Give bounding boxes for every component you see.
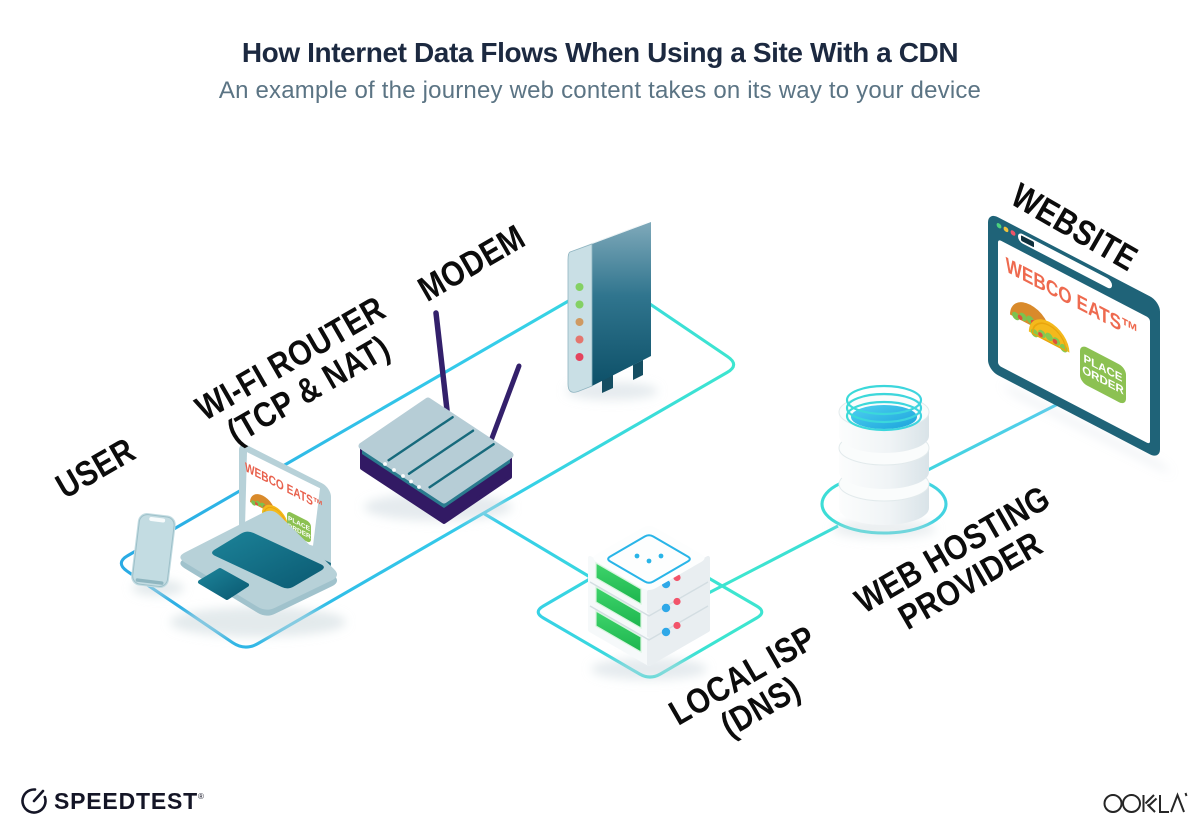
line-hosting-to-website <box>919 402 1059 476</box>
ookla-logo-mark <box>1103 792 1188 813</box>
modem-device <box>567 221 651 393</box>
laptop-order-button <box>287 512 311 543</box>
router-leds <box>383 462 421 489</box>
website-browser: WEBCO EATS™ PLACE ORDER <box>988 215 1160 456</box>
modem-foot-right <box>633 360 643 380</box>
server-top-inset <box>607 534 691 584</box>
hosting-database <box>838 384 930 525</box>
cylinder-rings <box>845 384 923 432</box>
phone-notch <box>149 517 166 523</box>
user-phone <box>131 513 176 589</box>
line-isp-to-hosting <box>694 524 839 602</box>
page-title: How Internet Data Flows When Using a Sit… <box>241 37 959 68</box>
browser-window-dots <box>996 223 1016 236</box>
user-laptop: WEBCO EATS™ PLACE ORDER <box>180 444 338 616</box>
cylinder-water <box>851 405 917 429</box>
browser-address-bar <box>1018 233 1112 289</box>
router-antenna-right <box>486 363 522 449</box>
browser-favicon <box>1021 235 1034 248</box>
server-top <box>593 526 705 590</box>
line-modem-to-isp <box>482 511 601 585</box>
isp-server-stack <box>588 526 710 666</box>
speedtest-logo: SPEEDTEST® <box>54 788 204 814</box>
server-green-panels <box>595 561 642 654</box>
wifi-router <box>358 310 522 524</box>
page-subtitle: An example of the journey web content ta… <box>218 77 982 104</box>
router-antenna-left <box>433 310 450 413</box>
laptop-keyboard <box>212 531 324 589</box>
website-order-button <box>1080 346 1126 404</box>
speedtest-gauge-icon <box>21 788 47 814</box>
laptop-touchpad <box>198 568 249 600</box>
router-top <box>358 397 514 504</box>
modem-leds <box>575 283 584 361</box>
modem-side <box>592 222 651 386</box>
